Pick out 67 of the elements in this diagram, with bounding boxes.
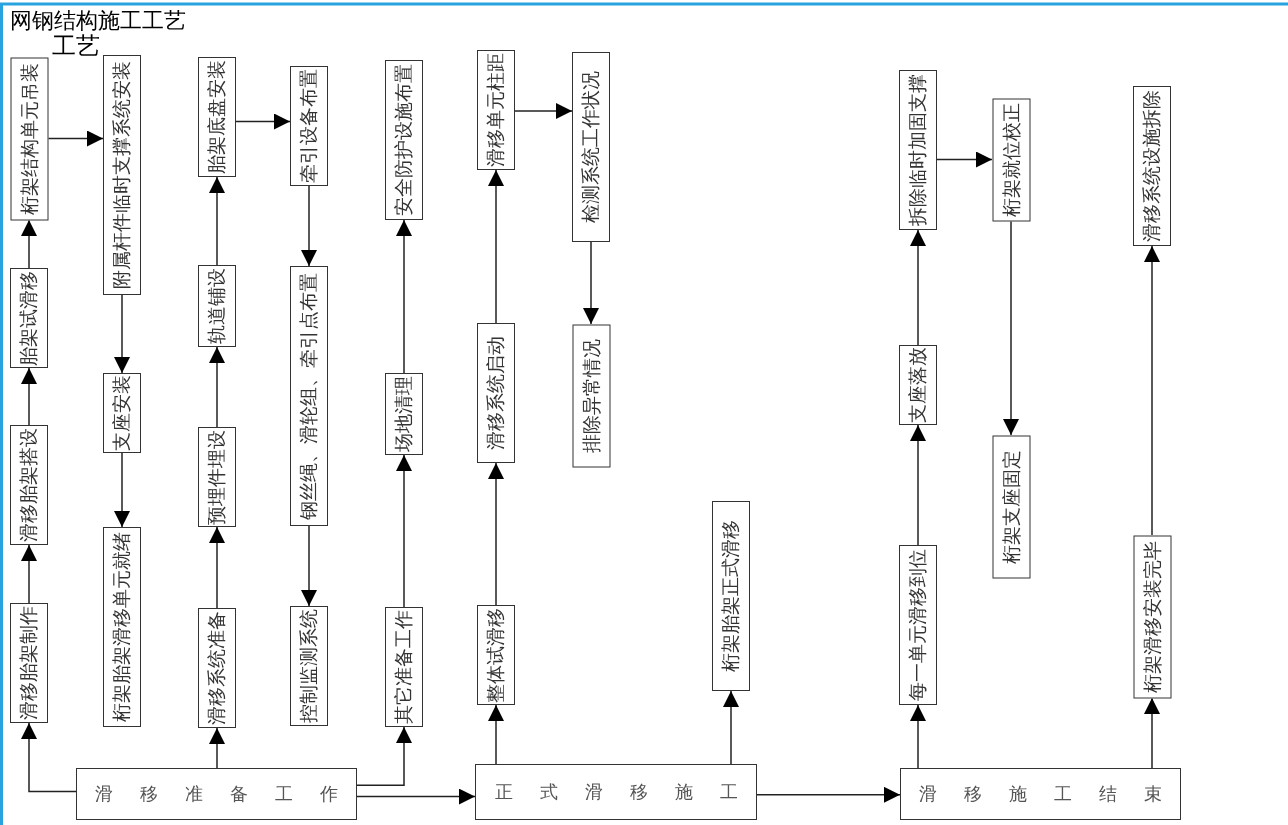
arrow [723,690,739,765]
arrow [235,113,291,130]
page-heading: 网钢结构施工工艺 [10,7,186,34]
arrow [47,130,104,147]
arrow [114,294,130,374]
arrow [396,219,412,374]
process-box: 桁架结构单元吊装 [10,57,48,220]
section-heading: 工艺 [52,31,100,62]
process-box: 滑移系统准备 [198,608,236,728]
process-box: 桁架就位校正 [992,98,1030,221]
arrow [301,185,317,267]
process-box: 检测系统工作状况 [572,52,610,242]
process-box: 轨道铺设 [198,265,236,347]
process-box: 钢丝绳、滑轮组、牵引点布置 [290,266,328,526]
process-box: 场地清理 [385,373,423,455]
arrow [21,367,37,426]
arrow [114,452,130,528]
process-box: 滑移准备工作 [76,768,357,820]
process-box: 桁架滑移安装完毕 [1133,535,1171,698]
arrow [1144,697,1160,769]
arrow [209,346,225,428]
arrow [356,726,412,786]
arrow [396,454,412,608]
process-box: 滑移系统启动 [477,323,515,463]
arrow [301,525,317,607]
process-box: 安全防护设施布置 [385,60,423,220]
arrow [756,786,901,803]
process-box: 正式滑移施工 [475,764,757,820]
arrow [514,103,573,119]
process-box: 整体试滑移 [477,605,515,705]
arrow [1003,220,1019,436]
process-box: 牵引设备布置 [290,66,328,186]
arrow [583,241,599,325]
process-box: 预埋件埋设 [198,427,236,527]
arrow [910,704,926,769]
process-box: 每一单元滑移到位 [899,545,937,705]
arrow [356,788,476,805]
arrow [21,219,37,269]
process-box: 排除异常情况 [572,324,610,467]
arrow [209,176,225,266]
process-box: 滑移单元柱距 [477,50,515,170]
process-box: 支座落放 [899,345,937,425]
arrow [488,169,504,324]
arrow [488,704,504,765]
process-box: 其它准备工作 [385,607,423,727]
process-box: 支座安装 [103,373,141,453]
process-box: 桁架支座固定 [992,435,1030,578]
arrow [21,722,77,793]
process-box: 桁架胎架滑移单元就绪 [103,527,141,727]
process-box: 滑移胎架搭设 [10,425,48,545]
arrow [209,727,225,769]
arrow [910,424,926,546]
process-box: 滑移施工结束 [900,768,1181,820]
arrow [488,462,504,606]
process-box: 桁架胎架正式滑移 [712,501,750,691]
arrow [209,526,225,609]
process-box: 拆除临时加固支撑 [899,70,937,230]
arrow [1144,245,1160,536]
process-box: 控制监测系统 [290,606,328,726]
process-box: 胎架试滑移 [10,268,48,368]
process-box: 滑移系统设施拆除 [1133,86,1171,246]
arrow [936,151,993,168]
process-box: 滑移胎架制作 [10,603,48,723]
process-box: 胎架底盘安装 [198,57,236,177]
arrow [910,229,926,346]
arrow [21,544,37,604]
process-box: 附属杆件临时支撑系统安装 [103,55,141,295]
